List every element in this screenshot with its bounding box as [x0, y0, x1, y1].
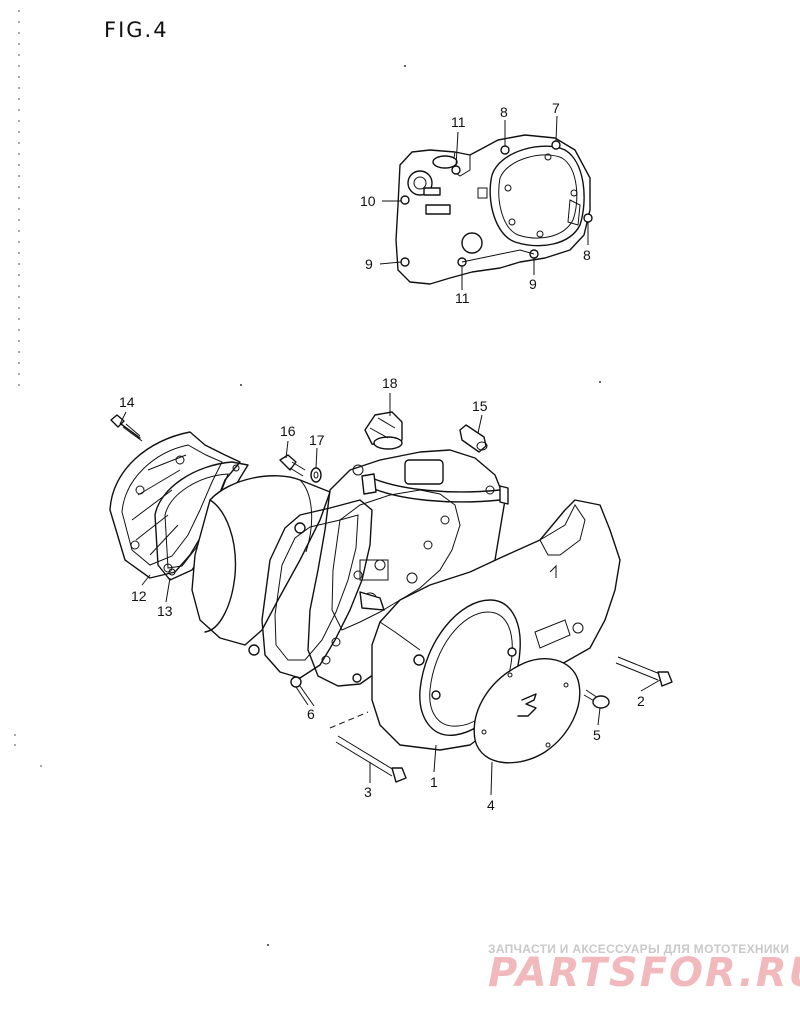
part-14-bolt — [110, 414, 143, 442]
callout-7: 7 — [552, 100, 560, 116]
crankcase-half — [307, 449, 509, 687]
callout-10: 10 — [360, 193, 376, 209]
part-6-gasket — [248, 499, 373, 706]
part-2-bolt — [615, 656, 673, 687]
part-5-bolt — [583, 689, 610, 709]
callout-2: 2 — [637, 693, 645, 709]
part-12-cover-plate — [109, 431, 241, 579]
leader-lines-lower — [119, 393, 661, 796]
callout-11-top: 11 — [451, 114, 466, 130]
leader-lines-top — [379, 115, 589, 290]
part-15-dowel — [459, 424, 488, 453]
watermark-subtitle: ЗАПЧАСТИ И АКСЕССУАРЫ ДЛЯ МОТОТЕХНИКИ — [488, 942, 790, 956]
callout-13: 13 — [157, 603, 173, 619]
callout-8-right: 8 — [583, 247, 591, 263]
part-3-bolt — [329, 711, 407, 783]
callout-3: 3 — [364, 784, 372, 800]
part-17-washer — [310, 467, 322, 483]
callout-14: 14 — [119, 394, 135, 410]
clutch-cover-inner-view — [395, 134, 593, 285]
scan-specks — [240, 65, 601, 946]
callout-5: 5 — [593, 727, 601, 743]
part-4-round-cover — [473, 657, 581, 764]
part-1-clutch-cover — [371, 499, 621, 751]
figure-title: FIG.4 — [104, 18, 169, 42]
callout-16: 16 — [280, 423, 296, 439]
callout-18: 18 — [382, 375, 398, 391]
margin-scan-marks — [14, 10, 42, 767]
callout-1: 1 — [430, 774, 438, 790]
callout-17: 17 — [309, 432, 325, 448]
callout-15: 15 — [472, 398, 488, 414]
callout-6: 6 — [307, 706, 315, 722]
part-16-bolt — [279, 454, 306, 477]
callout-9-left: 9 — [365, 256, 373, 272]
callout-12: 12 — [131, 588, 147, 604]
callout-11-bottom: 11 — [455, 290, 470, 306]
callout-9-bottom: 9 — [529, 276, 537, 292]
callout-labels: 11 8 7 10 9 11 9 8 14 18 15 16 17 12 13 … — [119, 100, 645, 813]
callout-4: 4 — [487, 797, 495, 813]
watermark-logo: PARTSFOR.RU — [488, 950, 800, 996]
callout-8-top: 8 — [500, 104, 508, 120]
part-18-filler-cap — [364, 411, 403, 450]
